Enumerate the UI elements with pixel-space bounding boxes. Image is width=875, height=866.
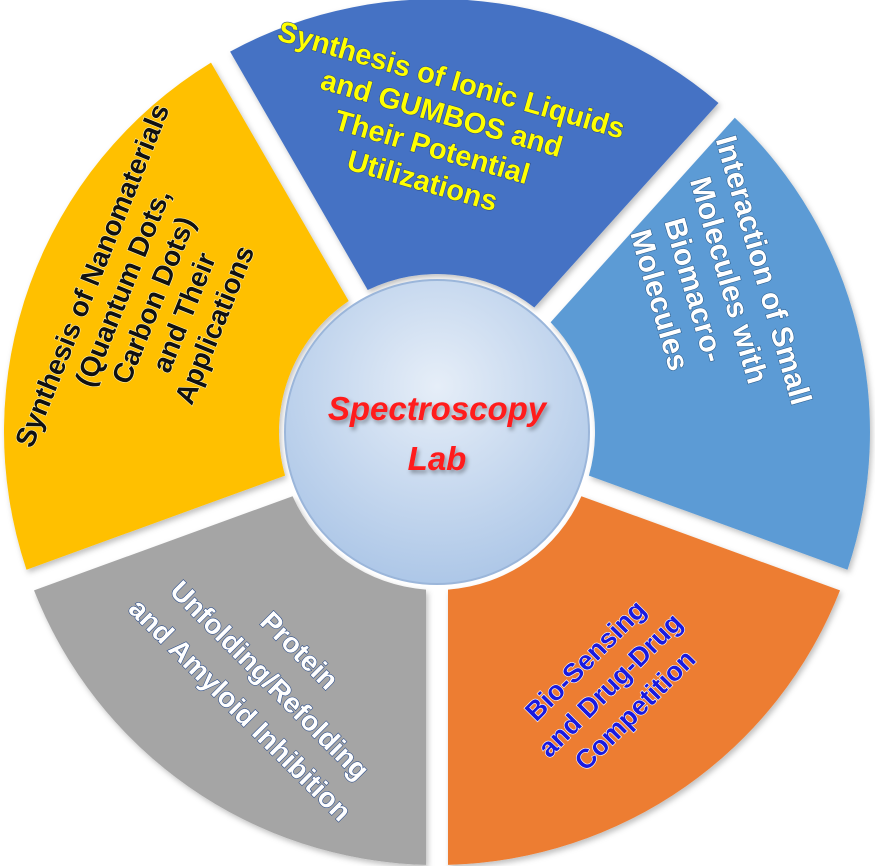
center-circle <box>284 279 590 585</box>
segment-nanomaterials <box>4 62 349 570</box>
center-circle-group: Spectroscopy Lab <box>284 279 590 585</box>
center-title-line2: Lab <box>408 440 467 477</box>
segment-ionic-liquids <box>230 0 719 308</box>
segment-bio-sensing <box>448 496 840 865</box>
center-title-line1: Spectroscopy <box>328 390 548 427</box>
segment-protein <box>34 496 426 865</box>
segment-small-molecules <box>550 117 870 570</box>
segments-ring <box>4 0 870 865</box>
